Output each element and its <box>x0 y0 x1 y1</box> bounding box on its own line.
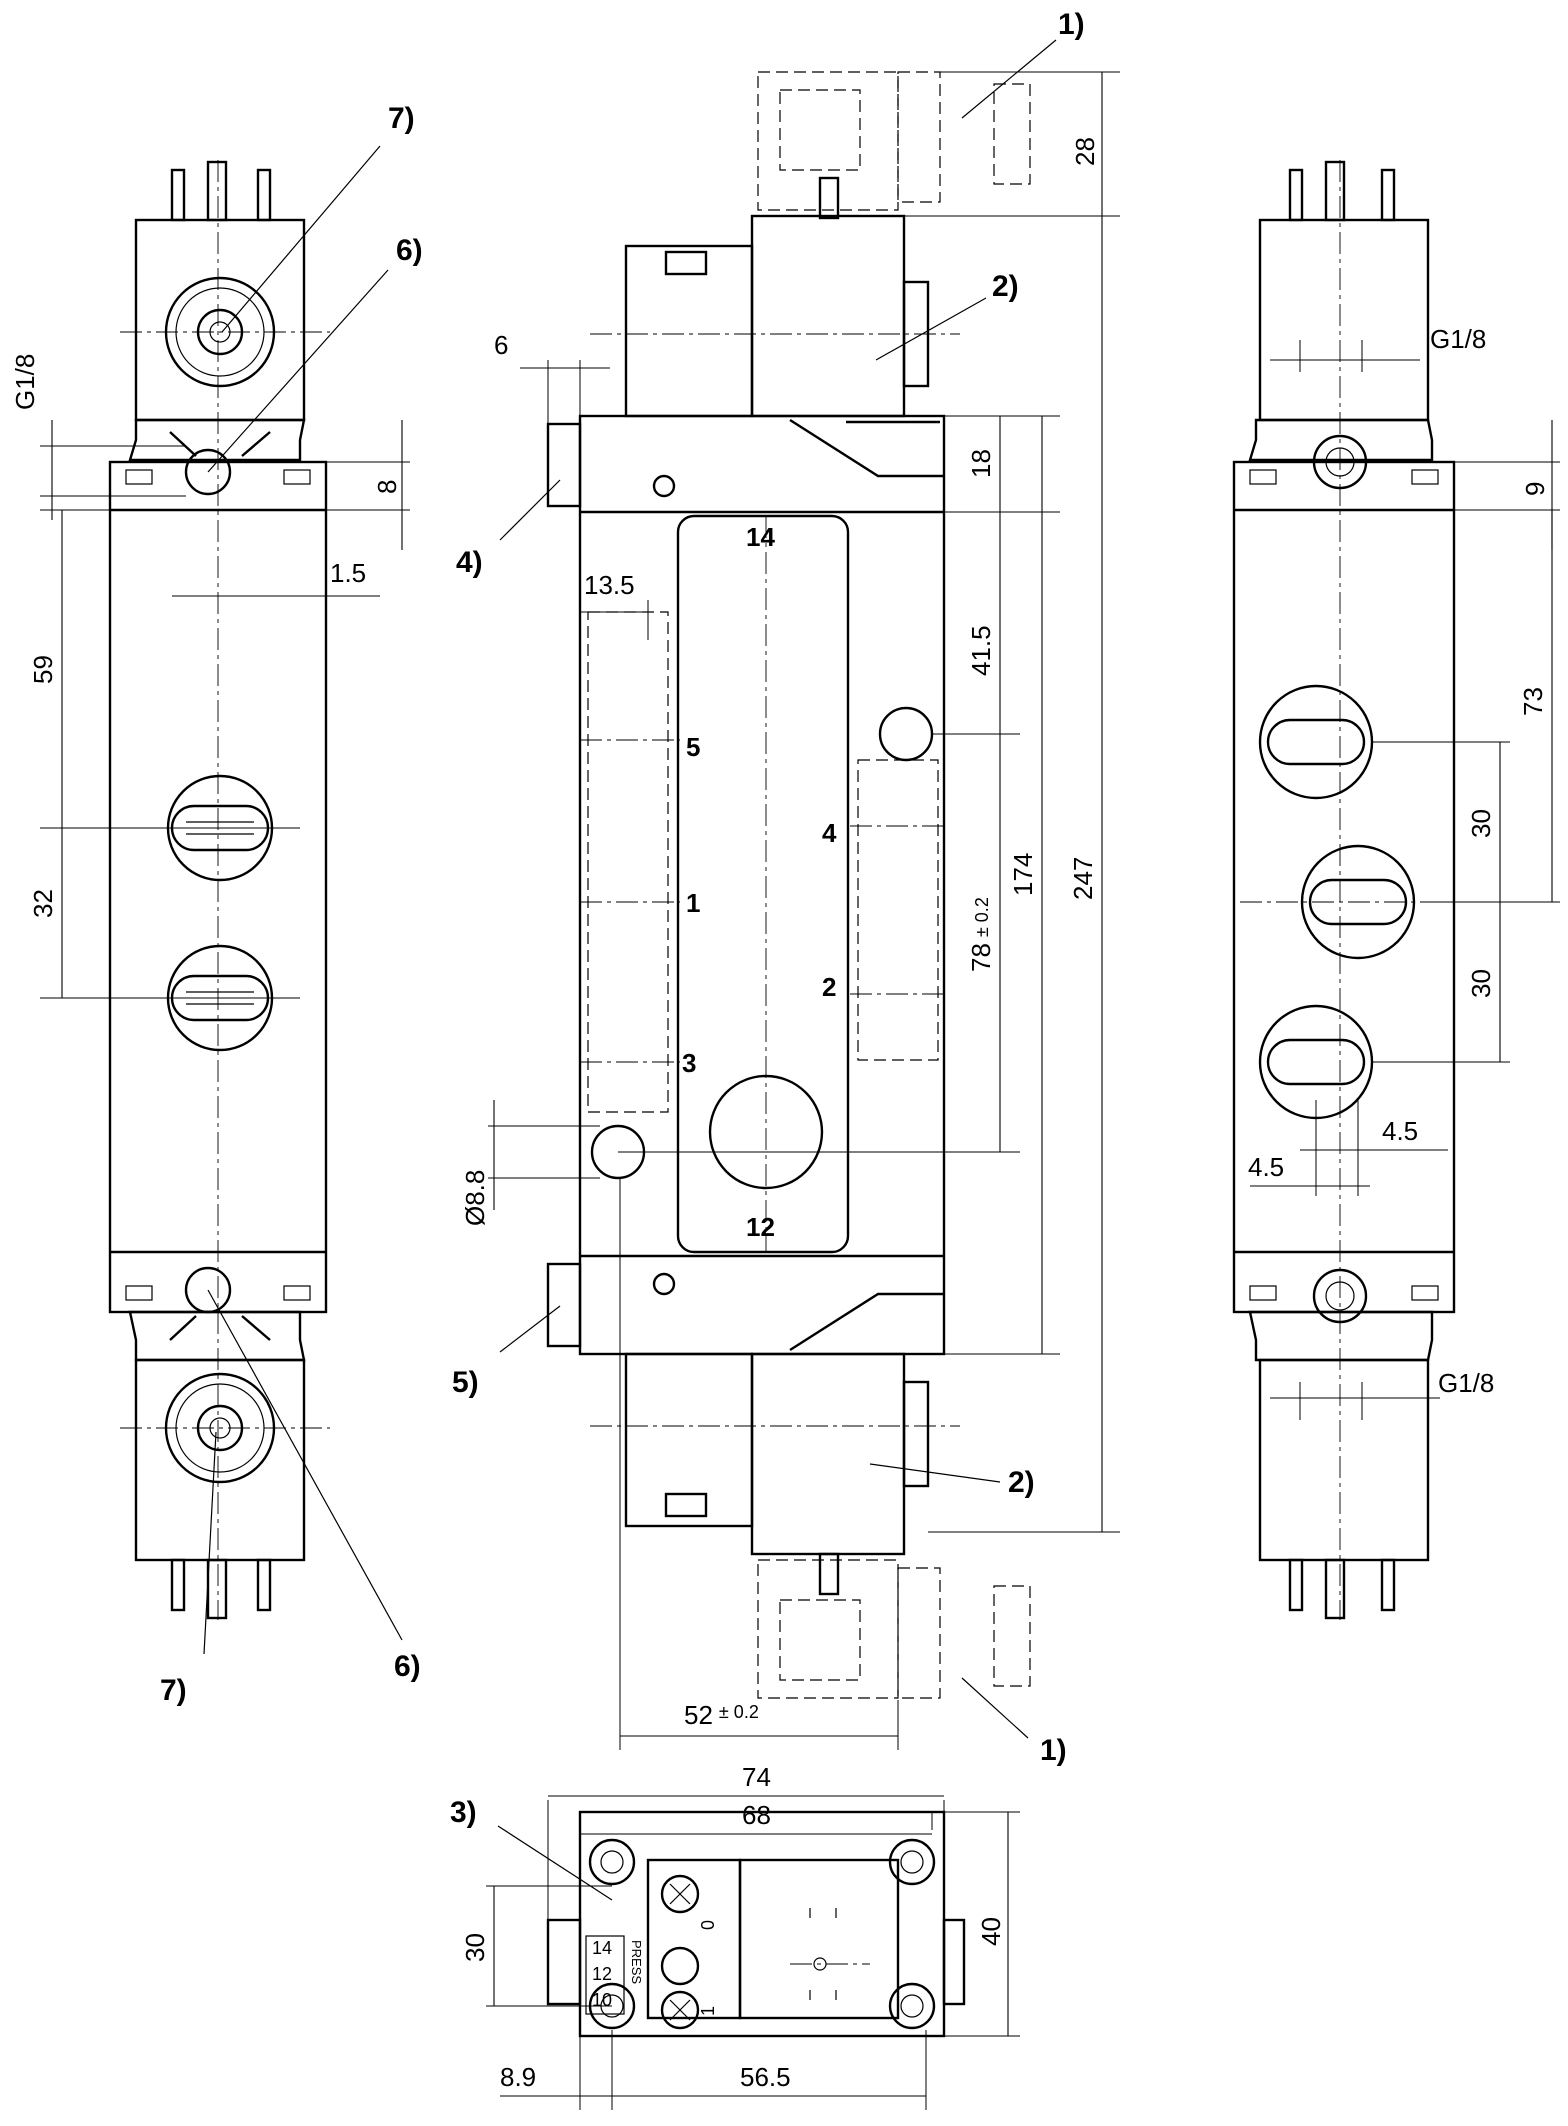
leader-lines <box>203 39 1057 1901</box>
port-12: 12 <box>746 1212 775 1242</box>
dim-front-6: 6 <box>494 330 508 360</box>
dim-front-dia: Ø8.8 <box>460 1170 490 1226</box>
callout-6-top: 6) <box>396 234 423 267</box>
port-4: 4 <box>822 818 837 848</box>
dim-front-13-5: 13.5 <box>584 570 635 600</box>
dim-front-41-5: 41.5 <box>966 625 996 676</box>
port-5: 5 <box>686 732 700 762</box>
port-14: 14 <box>746 522 775 552</box>
port-1: 1 <box>686 888 700 918</box>
right-view <box>1232 160 1560 1620</box>
callout-2-top: 2) <box>992 270 1019 303</box>
callout-7-bottom: 7) <box>160 1674 187 1707</box>
label-12: 12 <box>592 1964 612 1984</box>
dim-front-174: 174 <box>1008 853 1038 896</box>
dim-right-g18-top: G1/8 <box>1430 324 1486 354</box>
dim-bottom-56-5: 56.5 <box>740 2062 791 2092</box>
dim-right-g18-bottom: G1/8 <box>1438 1368 1494 1398</box>
dim-right-73: 73 <box>1518 687 1548 716</box>
dim-left-g18: G1/8 <box>10 354 40 410</box>
dim-left-59: 59 <box>28 655 58 684</box>
port-2: 2 <box>822 972 836 1002</box>
dim-front-247: 247 <box>1068 857 1098 900</box>
callout-2-bottom: 2) <box>1008 1466 1035 1499</box>
port-3: 3 <box>682 1048 696 1078</box>
dim-bottom-30: 30 <box>460 1933 490 1962</box>
label-0: 0 <box>698 1920 718 1930</box>
dim-right-4-5a: 4.5 <box>1382 1116 1418 1146</box>
label-10: 10 <box>592 1990 612 2010</box>
dim-left-1-5: 1.5 <box>330 558 366 588</box>
dim-left-32: 32 <box>28 889 58 918</box>
dim-left-8: 8 <box>372 480 402 494</box>
callout-6-bottom: 6) <box>394 1650 421 1683</box>
dim-right-4-5b: 4.5 <box>1248 1152 1284 1182</box>
left-view <box>40 160 410 1620</box>
label-1: 1 <box>698 2006 718 2016</box>
dim-front-52: 52± 0.2 <box>684 1700 759 1730</box>
callout-1-bottom: 1) <box>1040 1734 1067 1767</box>
dim-right-9: 9 <box>1520 482 1550 496</box>
dim-bottom-40: 40 <box>976 1917 1006 1946</box>
label-press: PRESS <box>629 1940 644 1984</box>
callout-1-top: 1) <box>1058 8 1085 41</box>
bottom-view <box>486 1795 1020 2110</box>
dim-front-28: 28 <box>1070 137 1100 166</box>
callout-5: 5) <box>452 1366 479 1399</box>
labels: 1) 2) 7) 6) 4) 5) 2) 6) 7) 1) 3) G1/8 8 … <box>10 8 1550 2092</box>
front-view <box>488 71 1120 1750</box>
dim-right-30b: 30 <box>1466 969 1496 998</box>
callout-4: 4) <box>456 546 483 579</box>
label-14: 14 <box>592 1938 612 1958</box>
dim-front-18: 18 <box>966 449 996 478</box>
dim-bottom-74: 74 <box>742 1762 771 1792</box>
dim-front-78: 78± 0.2 <box>966 897 996 972</box>
dim-bottom-8-9: 8.9 <box>500 2062 536 2092</box>
callout-3: 3) <box>450 1796 477 1829</box>
callout-7-top: 7) <box>388 102 415 135</box>
dim-right-30a: 30 <box>1466 809 1496 838</box>
dim-bottom-68: 68 <box>742 1800 771 1830</box>
